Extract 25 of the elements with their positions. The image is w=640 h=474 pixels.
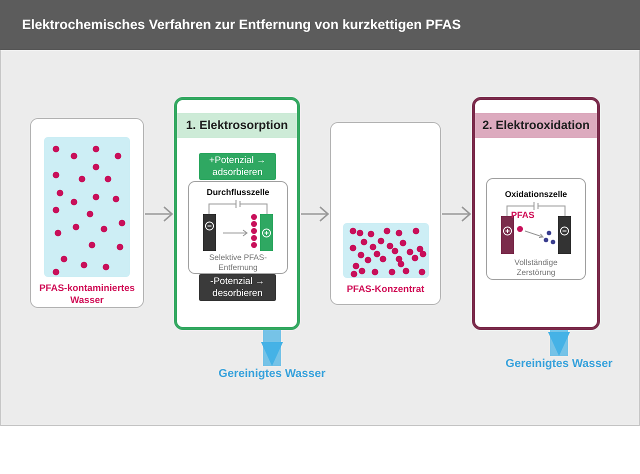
cell-card — [188, 181, 288, 274]
sample-card — [330, 122, 441, 305]
title-banner: Elektrochemisches Verfahren zur Entfernung von kurzkettigen PFAS — [0, 0, 640, 50]
stage-panel — [472, 97, 600, 330]
sample-card — [30, 118, 144, 308]
arrow — [261, 330, 283, 366]
stage-heading: 1. Elektrosorption — [177, 113, 297, 138]
stage-panel — [174, 97, 300, 330]
cell-note: Selektive PFAS-Entfernung — [208, 253, 268, 273]
output-label: Gereinigtes Wasser — [205, 368, 339, 386]
cell-title: Oxidationszelle — [504, 189, 568, 199]
arrow — [301, 206, 329, 222]
pfas-label: PFAS — [511, 210, 535, 220]
cell-card — [486, 178, 586, 280]
arrow — [145, 206, 173, 222]
output-label: Gereinigtes Wasser — [500, 358, 618, 376]
potential-label: +Potenzial → adsorbieren — [199, 153, 276, 180]
arrow — [548, 330, 570, 356]
cell-note: Vollständige Zerstörung — [513, 258, 559, 278]
card-label: PFAS-kontaminiertes Wasser — [38, 283, 136, 307]
stage-heading: 2. Elektrooxidation — [475, 113, 597, 138]
card-label: PFAS-Konzentrat — [346, 284, 426, 296]
arrow — [442, 206, 471, 222]
potential-label: -Potenzial → desorbieren — [199, 274, 276, 301]
cell-title: Durchflusszelle — [206, 187, 270, 197]
